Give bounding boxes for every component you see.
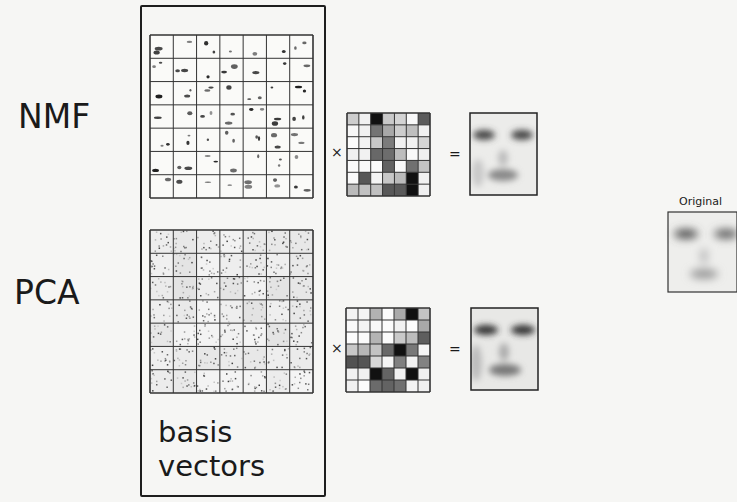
method-label: PCA (14, 276, 80, 309)
nmf-face (470, 113, 537, 195)
nmf-basis-grid (150, 35, 313, 198)
original-label: Original (679, 196, 722, 207)
equals-sign: = (449, 342, 461, 356)
basis-box: basis vectors (140, 5, 326, 497)
equals-sign: = (449, 147, 461, 161)
pca-coefficient-grid (346, 308, 430, 392)
times-sign: × (331, 145, 343, 159)
pca-face (470, 308, 538, 390)
pca-basis-grid (150, 230, 313, 393)
times-sign: × (331, 341, 343, 355)
original-face (668, 212, 737, 292)
box-caption: basis vectors (158, 416, 308, 483)
nmf-coefficient-grid (347, 113, 430, 196)
method-label: NMF (18, 100, 90, 133)
